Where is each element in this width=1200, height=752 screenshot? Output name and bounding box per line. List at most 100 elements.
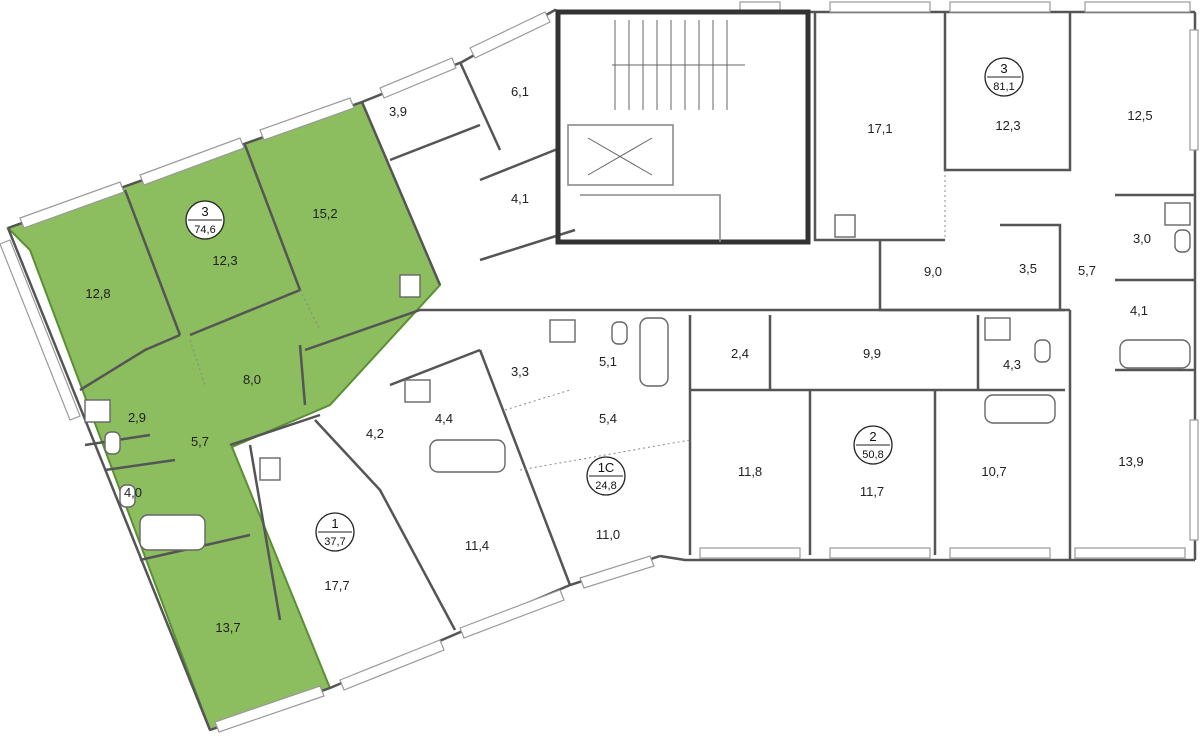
window-top3 xyxy=(949,1,1051,13)
window-bot4 xyxy=(1074,547,1186,559)
room-area-label: 4,1 xyxy=(1130,303,1148,318)
window-right1 xyxy=(1189,29,1199,151)
outer-wall-bottom-right xyxy=(659,554,1195,562)
wall-a3 xyxy=(360,101,442,286)
room-area-label: 12,3 xyxy=(212,253,237,268)
bathtub-2 xyxy=(429,439,506,473)
room-area-label: 5,7 xyxy=(191,434,209,449)
apartment-badge[interactable]: 1С 24,8 xyxy=(586,456,626,496)
apartment-badge[interactable]: 374,6 xyxy=(185,200,225,240)
dash-line-1 xyxy=(519,439,691,471)
wall-a1 xyxy=(123,189,182,336)
kitchen-sink-2 xyxy=(259,457,281,481)
apartment-badge[interactable]: 250,8 xyxy=(853,425,893,465)
room-area-label: 8,0 xyxy=(243,372,261,387)
wall-c2 xyxy=(943,12,1072,172)
apartment-rooms-number: 1 xyxy=(331,516,338,531)
wall-b4 xyxy=(479,228,576,262)
room-area-label: 2,4 xyxy=(731,346,749,361)
window-n1 xyxy=(379,57,457,99)
fixtures xyxy=(84,202,1191,551)
room-area-label: 13,7 xyxy=(215,620,240,635)
wall-c3 xyxy=(878,240,1070,312)
toilet-5 xyxy=(1174,229,1191,253)
room-area-label: 9,9 xyxy=(863,346,881,361)
apartment-badge[interactable]: 381,1 xyxy=(984,57,1024,97)
wall-b3 xyxy=(479,146,561,182)
window-nw3 xyxy=(259,97,355,141)
apartment-badge[interactable]: 137,7 xyxy=(315,512,355,552)
window-sw3 xyxy=(339,639,445,691)
toilet-4 xyxy=(1034,339,1051,363)
sink-5 xyxy=(1164,202,1191,226)
room-area-label: 12,5 xyxy=(1127,108,1152,123)
room-area-label: 4,2 xyxy=(366,426,384,441)
window-n2 xyxy=(469,11,551,59)
sink-4 xyxy=(984,317,1011,341)
room-area-label: 6,1 xyxy=(511,84,529,99)
apartment-total-area: 74,6 xyxy=(194,224,215,236)
room-area-label: 4,3 xyxy=(1003,357,1021,372)
room-area-label: 9,0 xyxy=(924,264,942,279)
room-area-label: 13,9 xyxy=(1118,454,1143,469)
toilet-1 xyxy=(104,431,121,455)
toilet-3 xyxy=(611,321,628,345)
apartment-rooms-number: 1С xyxy=(598,460,615,475)
apartment-total-area: 37,7 xyxy=(324,536,345,548)
apartment-rooms-number: 3 xyxy=(1000,61,1007,76)
room-area-label: 17,7 xyxy=(324,578,349,593)
windows xyxy=(0,1,1199,733)
room-area-label: 3,9 xyxy=(389,104,407,119)
window-right2 xyxy=(1189,419,1199,541)
wall-c1 xyxy=(813,12,945,242)
sink-2 xyxy=(404,379,431,403)
elevator-shaft xyxy=(567,124,674,186)
window-sw4 xyxy=(214,685,325,733)
room-area-label: 11,4 xyxy=(465,538,489,553)
wall-d3 xyxy=(389,348,481,387)
stair-core xyxy=(555,9,811,245)
window-nw xyxy=(19,181,125,229)
outer-wall-west xyxy=(6,227,212,731)
room-labels: 12,812,315,28,02,95,74,013,73,96,14,117,… xyxy=(85,84,1152,635)
wall-c4 xyxy=(1000,223,1062,310)
room-area-label: 4,0 xyxy=(124,485,142,500)
apartment-total-area: 50,8 xyxy=(862,449,883,461)
room-area-label: 17,1 xyxy=(867,121,892,136)
room-area-label: 5,1 xyxy=(599,354,617,369)
room-area-label: 12,3 xyxy=(995,118,1020,133)
room-area-label: 11,8 xyxy=(738,464,762,479)
room-area-label: 4,4 xyxy=(435,411,453,426)
room-area-label: 11,7 xyxy=(860,484,884,499)
apartment-total-area: 24,8 xyxy=(595,480,616,492)
interior-walls xyxy=(79,9,1195,631)
staircase xyxy=(612,20,745,110)
room-area-label: 3,3 xyxy=(511,364,529,379)
wall-d2 xyxy=(314,419,457,631)
room-area-label: 4,1 xyxy=(511,191,529,206)
sink-3 xyxy=(549,319,576,343)
bathtub-5 xyxy=(1119,339,1191,369)
room-area-label: 12,8 xyxy=(85,286,110,301)
apartment-total-area: 81,1 xyxy=(993,81,1014,93)
wall-d4 xyxy=(248,444,282,621)
room-area-label: 11,0 xyxy=(596,527,620,542)
room-area-label: 15,2 xyxy=(312,206,337,221)
kitchen-sink-1 xyxy=(399,274,421,298)
kitchen-sink-3 xyxy=(834,214,856,238)
wall-a4 xyxy=(79,333,181,392)
window-sw2 xyxy=(459,589,565,639)
wall-b2 xyxy=(458,61,502,151)
wall-a6 xyxy=(104,458,176,472)
core-wall-2 xyxy=(580,194,721,242)
wall-d1 xyxy=(478,349,572,586)
bathtub-4 xyxy=(984,394,1056,424)
toilet-2 xyxy=(119,484,136,508)
apartment-rooms-number: 3 xyxy=(201,204,208,219)
room-area-label: 3,5 xyxy=(1019,261,1037,276)
wall-b1 xyxy=(389,123,481,162)
room-area-label: 3,0 xyxy=(1133,231,1151,246)
window-w1 xyxy=(0,239,81,421)
